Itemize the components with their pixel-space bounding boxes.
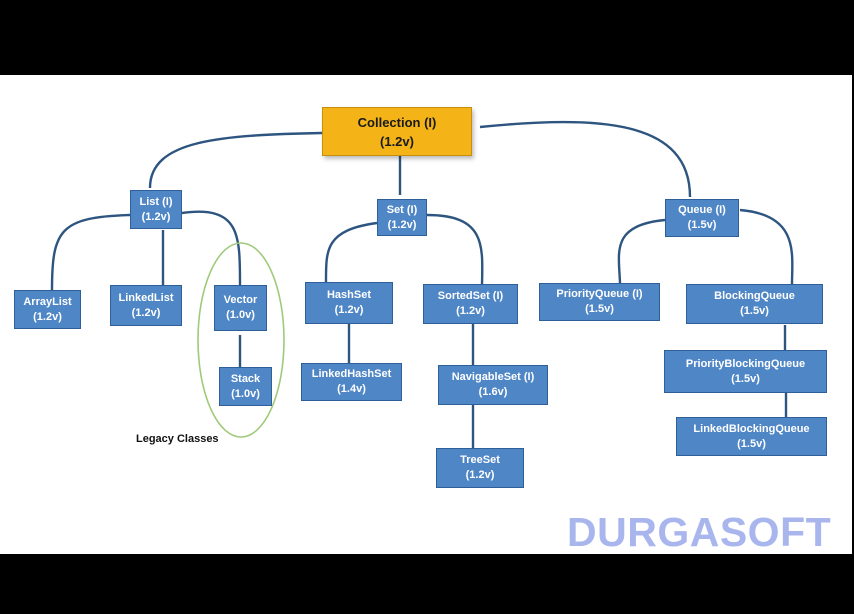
node-hashset-version: (1.2v) bbox=[334, 304, 364, 316]
edge-list-vector bbox=[181, 210, 242, 286]
node-linkedhashset-version: (1.4v) bbox=[337, 383, 366, 395]
connectors-layer bbox=[50, 120, 794, 448]
node-linkedlist-name: LinkedList bbox=[118, 291, 174, 304]
node-stack-version: (1.0v) bbox=[231, 387, 260, 400]
node-linkedblockingqueue-version: (1.5v) bbox=[737, 437, 766, 450]
node-collection-name: Collection (I) bbox=[357, 114, 437, 130]
node-navigableset: NavigableSet (I) (1.6v) bbox=[438, 365, 548, 405]
node-priorityblockingqueue: PriorityBlockingQueue (1.5v) bbox=[664, 350, 827, 393]
node-linkedlist-version: (1.2v) bbox=[131, 306, 161, 319]
node-list: List (I) (1.2v) bbox=[130, 190, 182, 229]
node-priorityqueue: PriorityQueue (I) (1.5v) bbox=[539, 283, 660, 321]
node-list-version: (1.2v) bbox=[141, 210, 171, 223]
node-collection-version: (1.2v) bbox=[380, 133, 414, 149]
edge-set-hashset bbox=[324, 221, 378, 283]
node-queue-name: Queue (I) bbox=[678, 204, 726, 216]
node-set-version: (1.2v) bbox=[387, 218, 417, 231]
durgasoft-watermark: DURGASOFT bbox=[567, 509, 832, 555]
node-hashset-name: HashSet bbox=[326, 289, 372, 301]
edge-set-sortedset bbox=[426, 213, 484, 285]
node-linkedlist: LinkedList (1.2v) bbox=[110, 285, 182, 326]
node-linkedhashset-name: LinkedHashSet bbox=[311, 368, 392, 380]
node-blockingqueue-name: BlockingQueue bbox=[714, 290, 795, 302]
edge-collection-list bbox=[148, 131, 323, 189]
node-navigableset-version: (1.6v) bbox=[478, 386, 508, 398]
node-priorityblockingqueue-version: (1.5v) bbox=[731, 372, 760, 385]
edge-list-arraylist bbox=[50, 213, 131, 291]
legacy-classes-label: Legacy Classes bbox=[136, 433, 219, 445]
node-priorityqueue-version: (1.5v) bbox=[585, 303, 614, 315]
node-sortedset-name: SortedSet (I) bbox=[437, 290, 504, 302]
edge-collection-queue bbox=[479, 120, 692, 198]
node-treeset: TreeSet (1.2v) bbox=[436, 448, 524, 488]
node-treeset-name: TreeSet bbox=[460, 454, 500, 466]
node-blockingqueue: BlockingQueue (1.5v) bbox=[686, 284, 823, 324]
node-set: Set (I) (1.2v) bbox=[377, 199, 427, 236]
node-arraylist-name: ArrayList bbox=[23, 295, 72, 308]
edge-queue-blockingqueue bbox=[739, 208, 794, 285]
node-arraylist-version: (1.2v) bbox=[33, 310, 62, 323]
node-queue-version: (1.5v) bbox=[687, 219, 717, 231]
node-arraylist: ArrayList (1.2v) bbox=[14, 290, 81, 329]
node-set-name: Set (I) bbox=[386, 203, 418, 216]
node-stack: Stack (1.0v) bbox=[219, 367, 272, 406]
node-blockingqueue-version: (1.5v) bbox=[740, 305, 769, 317]
node-sortedset-version: (1.2v) bbox=[456, 305, 485, 317]
node-linkedblockingqueue: LinkedBlockingQueue (1.5v) bbox=[676, 417, 827, 456]
node-linkedblockingqueue-name: LinkedBlockingQueue bbox=[693, 422, 810, 435]
node-queue: Queue (I) (1.5v) bbox=[665, 199, 739, 237]
node-priorityqueue-name: PriorityQueue (I) bbox=[556, 288, 643, 300]
node-vector-name: Vector bbox=[223, 294, 258, 306]
node-priorityblockingqueue-name: PriorityBlockingQueue bbox=[685, 357, 806, 370]
diagram-canvas: Collection (I) (1.2v) List (I) (1.2v) Se… bbox=[0, 75, 852, 555]
legacy-classes-ellipse bbox=[197, 242, 285, 438]
node-hashset: HashSet (1.2v) bbox=[305, 282, 393, 324]
node-collection: Collection (I) (1.2v) bbox=[322, 107, 472, 156]
node-sortedset: SortedSet (I) (1.2v) bbox=[423, 284, 518, 324]
node-vector-version: (1.0v) bbox=[226, 309, 255, 321]
node-vector: Vector (1.0v) bbox=[214, 285, 267, 331]
edge-queue-priorityqueue bbox=[617, 218, 666, 284]
node-list-name: List (I) bbox=[139, 195, 173, 208]
node-linkedhashset: LinkedHashSet (1.4v) bbox=[301, 363, 402, 401]
node-navigableset-name: NavigableSet (I) bbox=[451, 371, 535, 383]
node-treeset-version: (1.2v) bbox=[465, 469, 495, 481]
node-stack-name: Stack bbox=[230, 372, 261, 385]
